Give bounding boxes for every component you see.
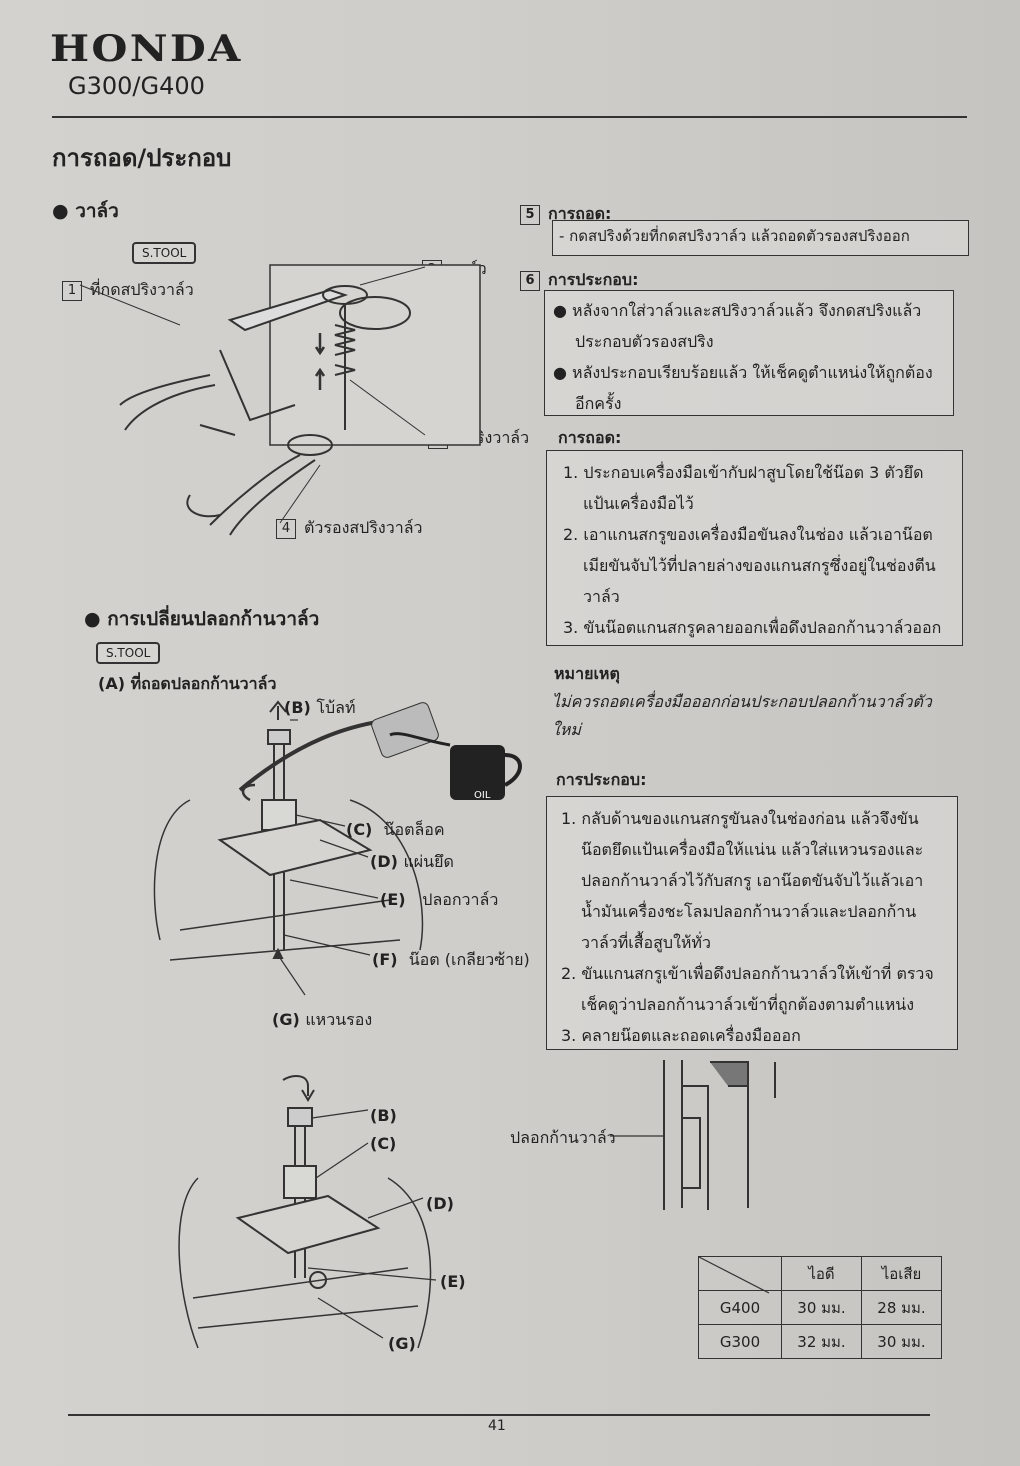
callout-d: (D) แผ่นยึด — [370, 852, 454, 871]
model-name: G300/G400 — [68, 72, 205, 100]
tool-label: (A) ที่ถอดปลอกก้านวาล์ว — [98, 674, 277, 693]
brand-logo: HONDA — [50, 28, 243, 70]
lower-callout-e: (E) — [440, 1272, 466, 1291]
guide-title: การเปลี่ยนปลอกก้านวาล์ว — [107, 608, 320, 630]
callout-c: (C) น๊อตล็อค — [346, 820, 445, 839]
page-number: 41 — [488, 1418, 506, 1434]
row-model: G300 — [698, 1324, 782, 1359]
header-intake: ไอดี — [781, 1256, 862, 1291]
lower-callout-d: (D) — [426, 1194, 454, 1213]
row-intake: 32 มม. — [781, 1324, 862, 1359]
guide-stool-badge: S.TOOL — [96, 642, 161, 664]
removal-heading: การถอด: — [558, 428, 622, 447]
note-text: ไม่ควรถอดเครื่องมือออกก่อนประกอบปลอกก้าน… — [552, 692, 932, 739]
valve-title: วาล์ว — [75, 200, 119, 222]
callout-g: (G) แหวนรอง — [272, 1010, 373, 1029]
guide-install-illustration — [178, 1075, 437, 1349]
table-header-row: ไอดี ไอเสีย — [698, 1256, 942, 1294]
lower-callout-c: (C) — [370, 1134, 397, 1153]
removal-item-3: 3. ขันน๊อตแกนสกรูคลายออกเพื่อดึงปลอกก้าน… — [563, 618, 942, 637]
step5-box: - กดสปริงด้วยที่กดสปริงวาล์ว แล้วถอดตัวร… — [552, 220, 969, 256]
row-exhaust: 28 มม. — [861, 1290, 942, 1325]
valve-spring-illustration — [79, 264, 481, 536]
table-corner-cell — [698, 1256, 782, 1294]
callout-b: (B) โบ้ลท์ — [284, 698, 356, 717]
guide-spec-table: ไอดี ไอเสีย G400 30 มม. 28 มม. G300 32 ม… — [698, 1256, 942, 1359]
removal-item-1: 1. ประกอบเครื่องมือเข้ากับฝาสูบโดยใช้น๊อ… — [563, 463, 924, 513]
install-box: 1. กลับด้านของแกนสกรูขันลงในช่องก่อน แล้… — [546, 796, 958, 1050]
oil-can-label: OIL — [474, 790, 491, 801]
install-item-2: 2. ขันแกนสกรูเข้าเพื่อดึงปลอกก้านวาล์วให… — [561, 964, 934, 1014]
section-title: การถอด/ประกอบ — [52, 144, 232, 172]
footer-divider — [68, 1414, 930, 1416]
row-model: G400 — [698, 1290, 782, 1325]
callout-e: (E) ปลอกวาล์ว — [380, 890, 499, 909]
valve-heading: ● วาล์ว — [52, 200, 119, 222]
stool-badge: S.TOOL — [132, 242, 197, 264]
row-intake: 30 มม. — [781, 1290, 862, 1325]
header-divider — [52, 116, 967, 118]
removal-box: 1. ประกอบเครื่องมือเข้ากับฝาสูบโดยใช้น๊อ… — [546, 450, 963, 646]
guide-section-label: ปลอกก้านวาล์ว — [510, 1128, 616, 1147]
step6-item-2: ● หลังประกอบเรียบร้อยแล้ว ให้เช็คดูตำแหน… — [553, 363, 933, 413]
row-exhaust: 30 มม. — [861, 1324, 942, 1359]
callout-f: (F) น๊อต (เกลียวซ้าย) — [372, 950, 530, 969]
table-row: G300 32 มม. 30 มม. — [698, 1324, 942, 1359]
guide-heading: ● การเปลี่ยนปลอกก้านวาล์ว — [84, 608, 320, 630]
step6-box: ● หลังจากใส่วาล์วและสปริงวาล์วแล้ว จึงกด… — [544, 290, 954, 416]
install-item-1: 1. กลับด้านของแกนสกรูขันลงในช่องก่อน แล้… — [561, 809, 924, 952]
lower-callout-b: (B) — [370, 1106, 397, 1125]
guide-puller-illustration: OIL — [153, 700, 522, 996]
header-exhaust: ไอเสีย — [861, 1256, 942, 1291]
guide-cross-section — [610, 1060, 776, 1210]
step5-line: - กดสปริงด้วยที่กดสปริงวาล์ว แล้วถอดตัวร… — [559, 227, 910, 245]
table-row: G400 30 มม. 28 มม. — [698, 1290, 942, 1325]
removal-item-2: 2. เอาแกนสกรูของเครื่องมือขันลงในช่อง แล… — [563, 525, 936, 606]
install-heading: การประกอบ: — [556, 770, 647, 789]
note-title: หมายเหตุ — [554, 664, 620, 683]
install-item-3: 3. คลายน๊อตและถอดเครื่องมือออก — [561, 1026, 801, 1045]
step6-item-1: ● หลังจากใส่วาล์วและสปริงวาล์วแล้ว จึงกด… — [553, 301, 922, 351]
lower-callout-g: (G) — [388, 1334, 416, 1353]
